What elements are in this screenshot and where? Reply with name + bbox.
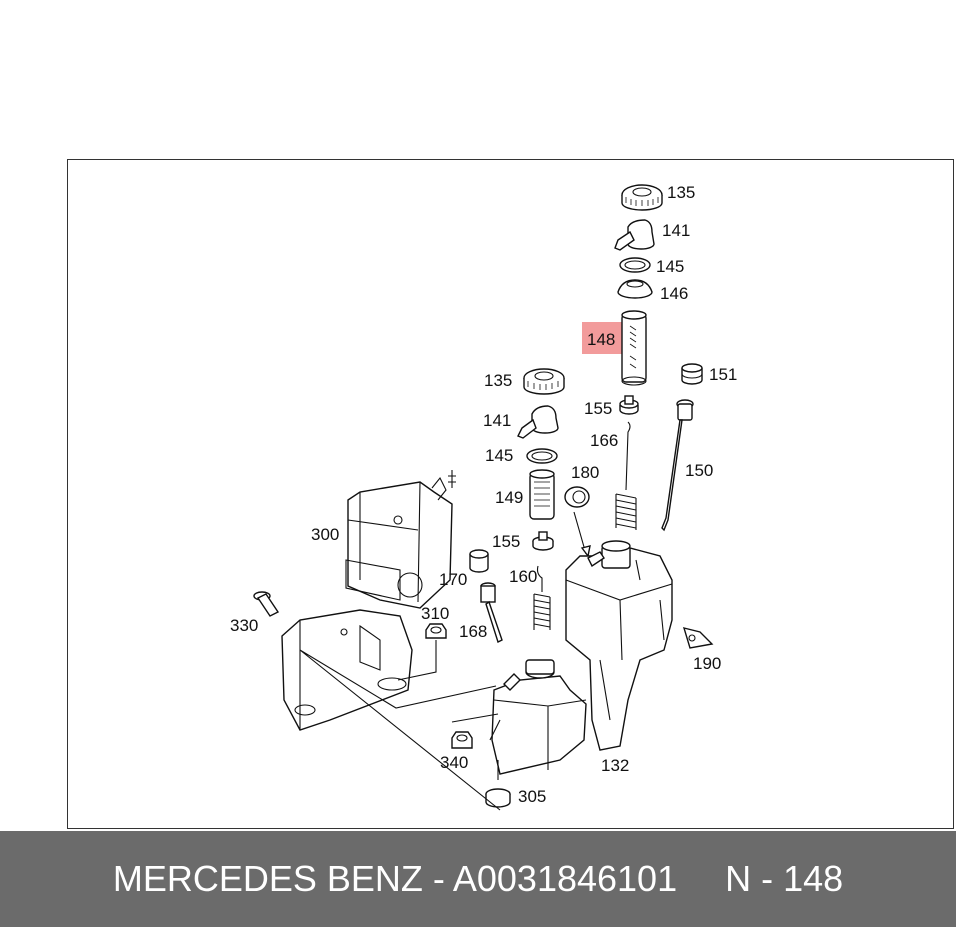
part-135-lower-cap [523,368,565,395]
part-330-screw [253,591,280,617]
part-141-upper-spout-cap [614,219,655,251]
part-300-bracket [281,470,456,731]
footer-bar: MERCEDES BENZ - A0031846101 N - 148 [0,831,956,927]
part-146-seal [617,279,653,299]
footer-reference: N - 148 [725,858,844,899]
label-145-lower: 145 [485,446,513,465]
label-160: 160 [509,567,537,586]
label-305: 305 [518,787,546,806]
footer-brand-part-number: MERCEDES BENZ - A0031846101 [112,858,678,899]
part-132-reservoir [565,540,673,751]
part-170-grommet [469,549,489,573]
label-340: 340 [440,753,468,772]
part-151-grommet [681,363,703,385]
arrow-180 [580,545,591,558]
label-190: 190 [693,654,721,673]
part-305-grommet [485,788,511,808]
label-155-upper: 155 [584,399,612,418]
part-155-upper-valve [619,395,639,415]
part-168-sensor [480,582,503,643]
label-149: 149 [495,488,523,507]
part-135-upper-cap [621,184,663,211]
part-155-lower-valve [532,531,554,551]
label-168: 168 [459,622,487,641]
label-135-upper: 135 [667,183,695,202]
part-180-grommet [564,486,590,508]
part-145-lower-ring [526,448,558,464]
label-180: 180 [571,463,599,482]
label-141-upper: 141 [662,221,690,240]
label-151: 151 [709,365,737,384]
label-170: 170 [439,570,467,589]
label-141-lower: 141 [483,411,511,430]
label-150: 150 [685,461,713,480]
exploded-parts-diagram: 135 141 145 146 148 151 135 155 141 166 … [230,183,737,811]
part-310-nut [397,623,447,681]
part-160-spring [533,565,551,630]
label-132: 132 [601,756,629,775]
label-300: 300 [311,525,339,544]
part-190-clip [682,627,714,649]
label-146: 146 [660,284,688,303]
part-149-filter [529,469,555,520]
label-145-upper: 145 [656,257,684,276]
part-166-spring [615,421,637,530]
part-148-filter [621,310,647,386]
part-150-level-rod [661,399,694,532]
label-166: 166 [590,431,618,450]
part-145-upper-ring [619,257,651,273]
label-135-lower: 135 [484,371,512,390]
label-310: 310 [421,604,449,623]
part-340-nut [451,731,473,749]
highlight-marker [582,322,628,354]
label-330: 330 [230,616,258,635]
part-reservoir-lower [489,659,587,780]
part-141-lower-spout-cap [517,405,559,439]
label-148: 148 [587,330,615,349]
label-155-lower: 155 [492,532,520,551]
leader-lines [299,649,501,811]
